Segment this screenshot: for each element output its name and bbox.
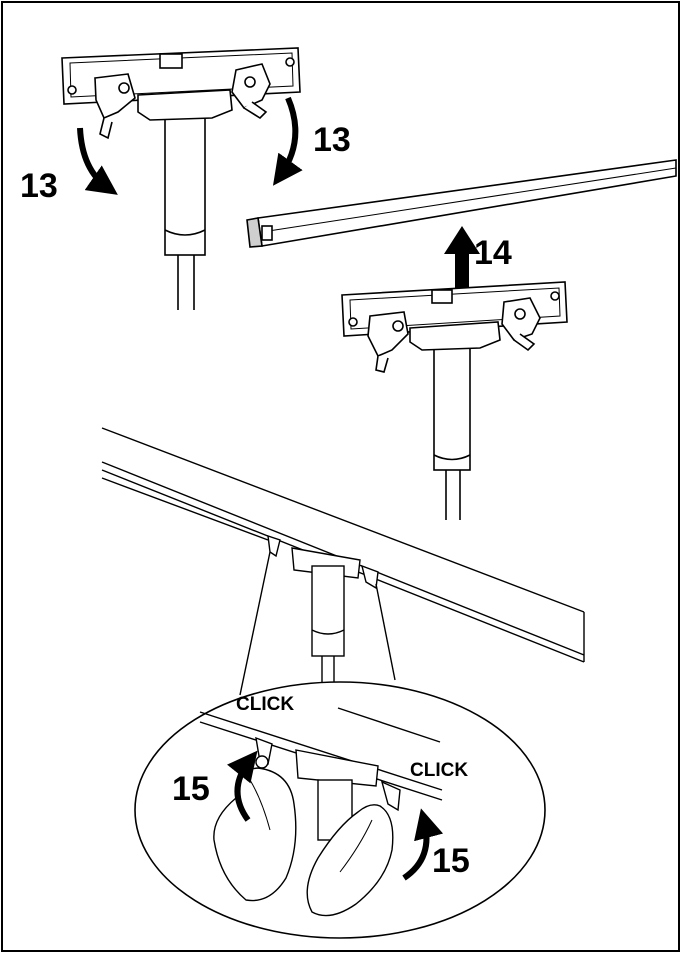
- hand-left: [213, 767, 297, 902]
- rail-segment: [246, 159, 677, 248]
- bracket-assembly-right: [341, 281, 568, 520]
- push-arrow-left: [227, 750, 258, 822]
- step-number-14: 14: [474, 234, 512, 272]
- detail-magnifier: [134, 681, 546, 939]
- pole-upper: [311, 565, 345, 657]
- screw-hole: [67, 85, 77, 95]
- hand-right: [306, 804, 394, 917]
- zoom-line-right: [375, 583, 396, 681]
- bracket-assembly-top-left: [61, 47, 301, 310]
- step-number-13-right: 13: [313, 121, 351, 159]
- click-label-right: CLICK: [410, 760, 468, 781]
- step-number-15-right: 15: [432, 842, 470, 880]
- zoom-line-left: [239, 551, 271, 696]
- center-block: [409, 321, 501, 351]
- pole-upper: [433, 339, 471, 471]
- center-tab: [159, 53, 183, 69]
- rotate-arrow-left: [77, 127, 118, 195]
- rotate-arrow-right: [272, 96, 303, 186]
- installed-bracket: [267, 534, 379, 690]
- center-block: [137, 89, 233, 121]
- step-number-15-left: 15: [172, 770, 210, 808]
- push-arrow-right: [402, 808, 444, 881]
- click-label-top: CLICK: [236, 694, 294, 715]
- pole-upper: [164, 109, 206, 256]
- step-number-13-left: 13: [20, 167, 58, 205]
- screw-hole: [285, 57, 295, 67]
